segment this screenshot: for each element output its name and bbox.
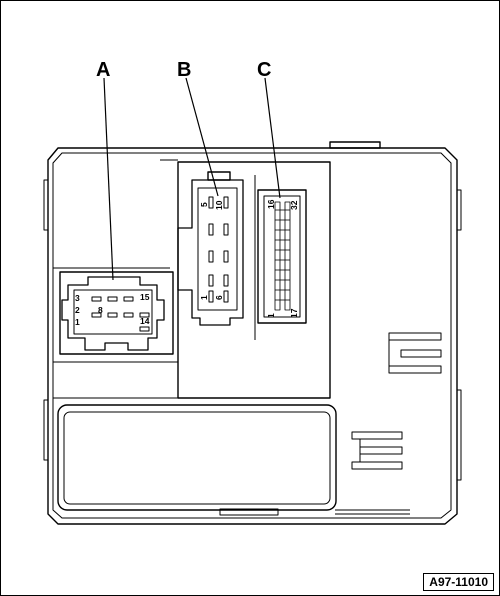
connector-a-pin-14: 14 (140, 316, 150, 326)
figure-id-label: A97-11010 (423, 573, 494, 591)
connector-a-pin-15: 15 (140, 292, 150, 302)
connector-a-pin-3: 3 (75, 293, 80, 303)
connector-a-plug (61, 276, 165, 351)
connector-c-pin-1: 1 (266, 313, 276, 318)
housing-inner-outline (52, 152, 452, 519)
connector-block-housing (177, 161, 331, 399)
connector-b-pin-10: 10 (214, 200, 224, 210)
right-edge-slots (456, 189, 462, 481)
connector-b-inner (197, 187, 238, 311)
leader-line-a (103, 77, 114, 281)
callout-a: A (96, 59, 110, 81)
left-edge-slots (43, 179, 49, 461)
callout-c: C (257, 59, 271, 81)
connector-a-pins (91, 296, 150, 332)
connector-b-pin-1: 1 (199, 295, 209, 300)
leader-line-b (185, 77, 219, 197)
connector-b-latch (207, 171, 231, 181)
connector-c-pin-17: 17 (289, 308, 299, 318)
upper-left-panel-lines (53, 159, 179, 399)
lower-pocket-inner (63, 411, 331, 505)
connector-a-pin-1: 1 (75, 317, 80, 327)
bottom-edge-slots (219, 508, 410, 519)
right-strip-lower (351, 431, 403, 470)
connector-b-outline (177, 179, 244, 326)
connector-a-inner (73, 289, 153, 335)
connector-a-pin-8: 8 (98, 305, 103, 315)
connector-a-housing (59, 271, 174, 355)
connector-b-pin-5: 5 (199, 202, 209, 207)
leader-line-c (264, 77, 281, 199)
connector-c-outline (257, 189, 307, 324)
connector-a-pin-2: 2 (75, 305, 80, 315)
right-strip-upper (388, 332, 442, 374)
connector-c-inner (263, 195, 301, 318)
connector-b-pin-6: 6 (214, 295, 224, 300)
connector-c-pin-32: 32 (289, 200, 299, 210)
top-notch (329, 141, 381, 149)
callout-b: B (177, 59, 191, 81)
connector-c-pin-16: 16 (266, 199, 276, 209)
connector-c-pin-columns (274, 201, 291, 311)
connector-b-pins (208, 196, 229, 303)
lower-pocket-outer (57, 404, 337, 511)
housing-outline (47, 147, 458, 525)
